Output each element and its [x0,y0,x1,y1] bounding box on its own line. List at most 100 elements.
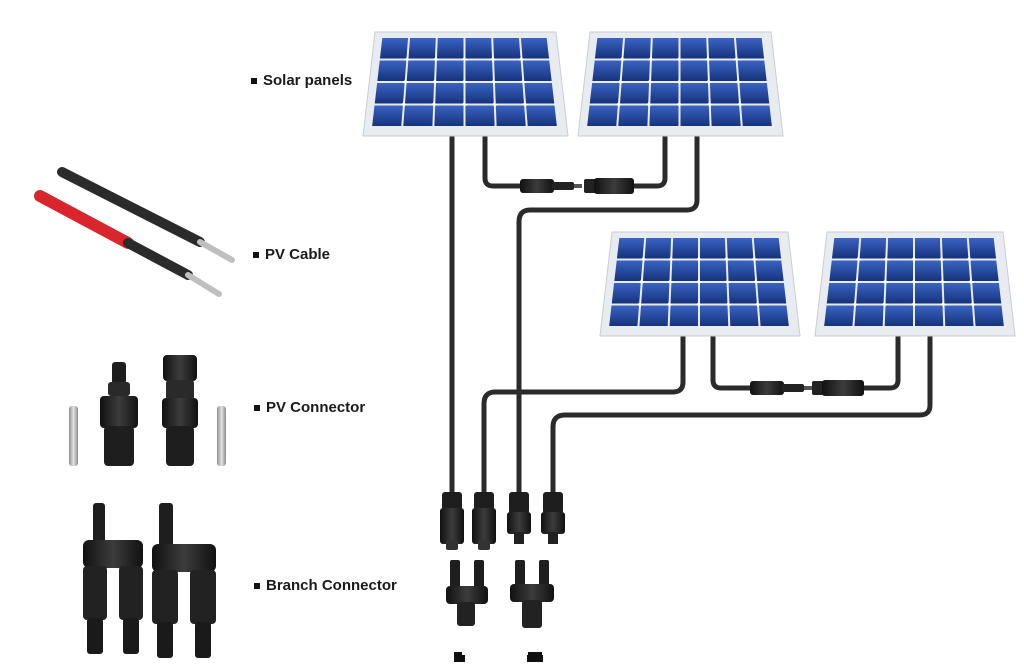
legend-pv-cable: PV Cable [253,246,330,263]
panel-cell [726,238,754,259]
panel-cell [884,305,913,326]
panel-cell [758,305,789,326]
panel-cell [672,238,698,259]
panel-cell [465,83,494,104]
panel-cell [614,260,643,281]
panel-cell [494,83,524,104]
panel-cell [944,305,974,326]
panel-cell [520,38,550,59]
panel-cell [620,83,650,104]
panel-cell [435,83,464,104]
pv-connector-illustration [69,355,226,466]
solar-panel-1 [362,31,569,137]
panel-cell [680,60,708,81]
cable-end-connector-1 [440,492,464,550]
panel-cell [700,283,728,304]
panel-cell [915,260,942,281]
panel-cell [587,105,618,126]
panel-cell [434,105,464,126]
panel-cell [611,283,641,304]
panel-cell [594,38,624,59]
panel-cell [650,83,679,104]
panel-cell [680,105,710,126]
panel-cell [379,38,409,59]
panel-cell [465,38,493,59]
panel-cell [618,105,649,126]
legend-branch-connector: Branch Connector [254,577,397,594]
panel-cell [708,38,736,59]
bullet-icon [251,77,257,84]
cable-end-connector-3 [507,492,531,544]
panel-cell [669,305,698,326]
panel-cell [651,60,679,81]
panel-cell [609,305,640,326]
panel-cell [757,283,787,304]
solar-panel-2 [577,31,784,137]
panel-cell [639,305,669,326]
panel-cell [493,38,521,59]
cable-panel3-right [710,332,755,391]
solar-panel-3 [599,231,801,337]
panel-cell [941,238,969,259]
panel-cell [651,38,679,59]
panel-cell [403,105,434,126]
panel-cell [670,283,698,304]
legend-pv-connector: PV Connector [254,399,365,416]
legend-pv-connector-text: PV Connector [266,399,366,416]
panel-cell [727,260,756,281]
panel-cell [970,260,999,281]
panel-cell [372,105,403,126]
cable-panel2-left [627,132,668,189]
panel-cell [621,60,650,81]
panel-cell [710,105,741,126]
legend-solar-panels: Solar panels [251,72,352,89]
cable-panel4-right [550,332,933,498]
panel-cell [405,83,435,104]
panel-cell [408,38,436,59]
panel-cell [915,283,943,304]
legend-pv-cable-text: PV Cable [265,246,331,263]
panel-cell [495,105,526,126]
panel-cell [915,305,944,326]
panel-cell [616,238,645,259]
panel-cell [526,105,557,126]
panel-cell [522,60,552,81]
panel-cell [465,105,495,126]
panel-cell [700,238,726,259]
panel-cell [524,83,555,104]
panel-cell [972,283,1002,304]
panel-cell [406,60,435,81]
panel-cell [739,83,770,104]
panel-cell [854,305,884,326]
legend-solar-panels-text: Solar panels [263,72,353,89]
cable-panel4-left [859,332,901,391]
panel-cell [465,60,493,81]
panel-cell [700,260,727,281]
panel-cell [968,238,997,259]
panel-cell [735,38,765,59]
panel-cell [709,83,739,104]
bullet-icon [254,582,260,589]
panel-cell [824,305,855,326]
panel-cell [887,238,913,259]
cable-panel3-left [481,332,686,498]
panel-cell [885,283,913,304]
panel-cell [826,283,856,304]
panel-cell [755,260,784,281]
panel-cell [436,38,464,59]
panel-cell [700,305,729,326]
cable-end-connectors [440,492,565,550]
panel-cell [623,38,651,59]
panel-cell [709,60,738,81]
series-connector-upper [520,178,634,194]
cable-panel2-right [516,132,700,498]
panel-cell [856,283,885,304]
panel-cell [942,260,971,281]
panel-cell [737,60,767,81]
panel-cell [741,105,772,126]
panel-cell [680,38,708,59]
cable-network [449,132,933,498]
panel-cell [729,305,759,326]
